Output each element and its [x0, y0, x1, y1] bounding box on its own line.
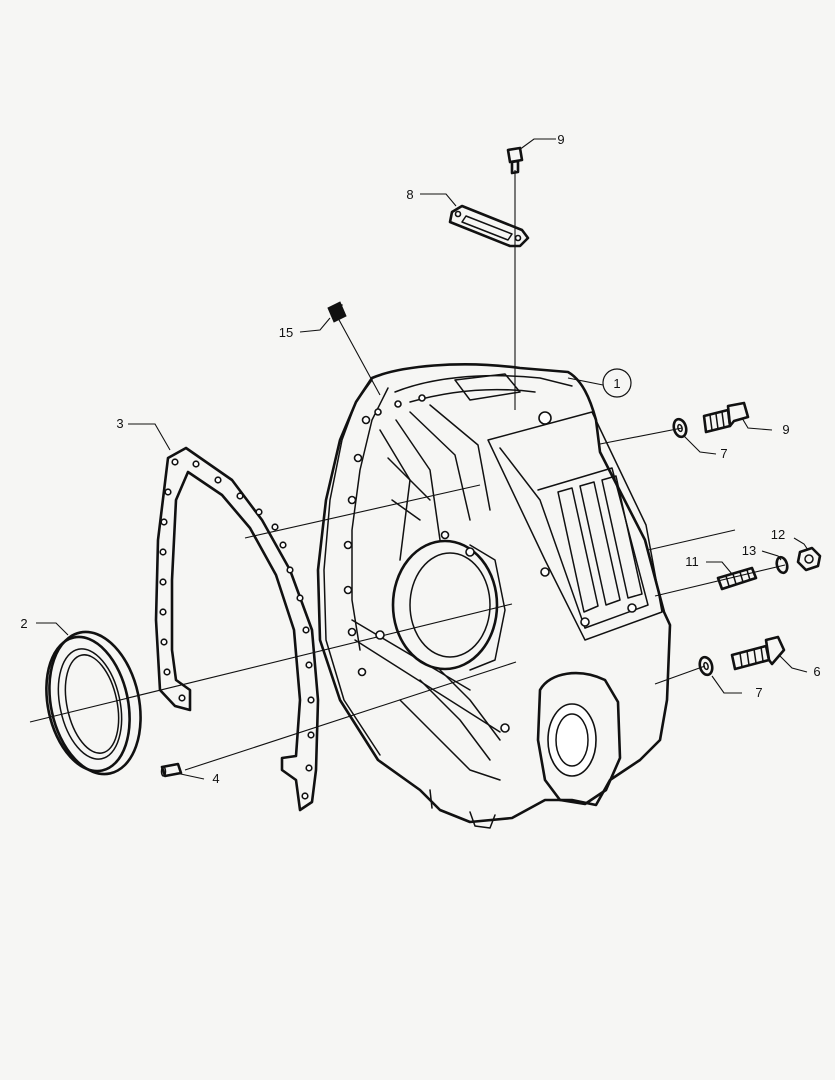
- callout-13: 13: [742, 543, 756, 558]
- callout-9-top: 9: [557, 132, 564, 147]
- callout-11: 11: [685, 554, 699, 569]
- bolt-9-right: [702, 401, 750, 434]
- stud-11: [716, 566, 758, 591]
- threaded-plug: [327, 301, 347, 323]
- gasket-holes: [159, 458, 315, 800]
- leader-lines: [36, 138, 809, 780]
- washer-7-lower: [698, 655, 714, 677]
- callout-7-lower: 7: [755, 685, 762, 700]
- callout-15: 15: [279, 325, 293, 340]
- bolt-6: [730, 635, 786, 671]
- washer-7-upper: [672, 417, 688, 439]
- assembly-axes: [29, 170, 786, 771]
- callout-1: 1: [613, 376, 620, 391]
- oil-seal: [45, 630, 142, 776]
- nut-12: [796, 546, 822, 572]
- callout-3: 3: [116, 416, 123, 431]
- callout-6: 6: [813, 664, 820, 679]
- washer-13: [775, 555, 789, 575]
- callout-8: 8: [406, 187, 413, 202]
- callout-9-right: 9: [782, 422, 789, 437]
- dowel-pin: [160, 762, 183, 778]
- callout-12: 12: [771, 527, 785, 542]
- housing-gasket: [154, 446, 320, 812]
- callout-7-upper: 7: [720, 446, 727, 461]
- flywheel-housing: [316, 363, 672, 829]
- callout-2: 2: [20, 616, 27, 631]
- callout-labels: 1 2 3 4 6 7 7 8 9 9 11 12 13 15: [20, 132, 820, 786]
- callout-1-circle: [602, 368, 632, 398]
- cover-gasket: [448, 204, 530, 248]
- cover-screw: [506, 146, 524, 175]
- callout-4: 4: [212, 771, 219, 786]
